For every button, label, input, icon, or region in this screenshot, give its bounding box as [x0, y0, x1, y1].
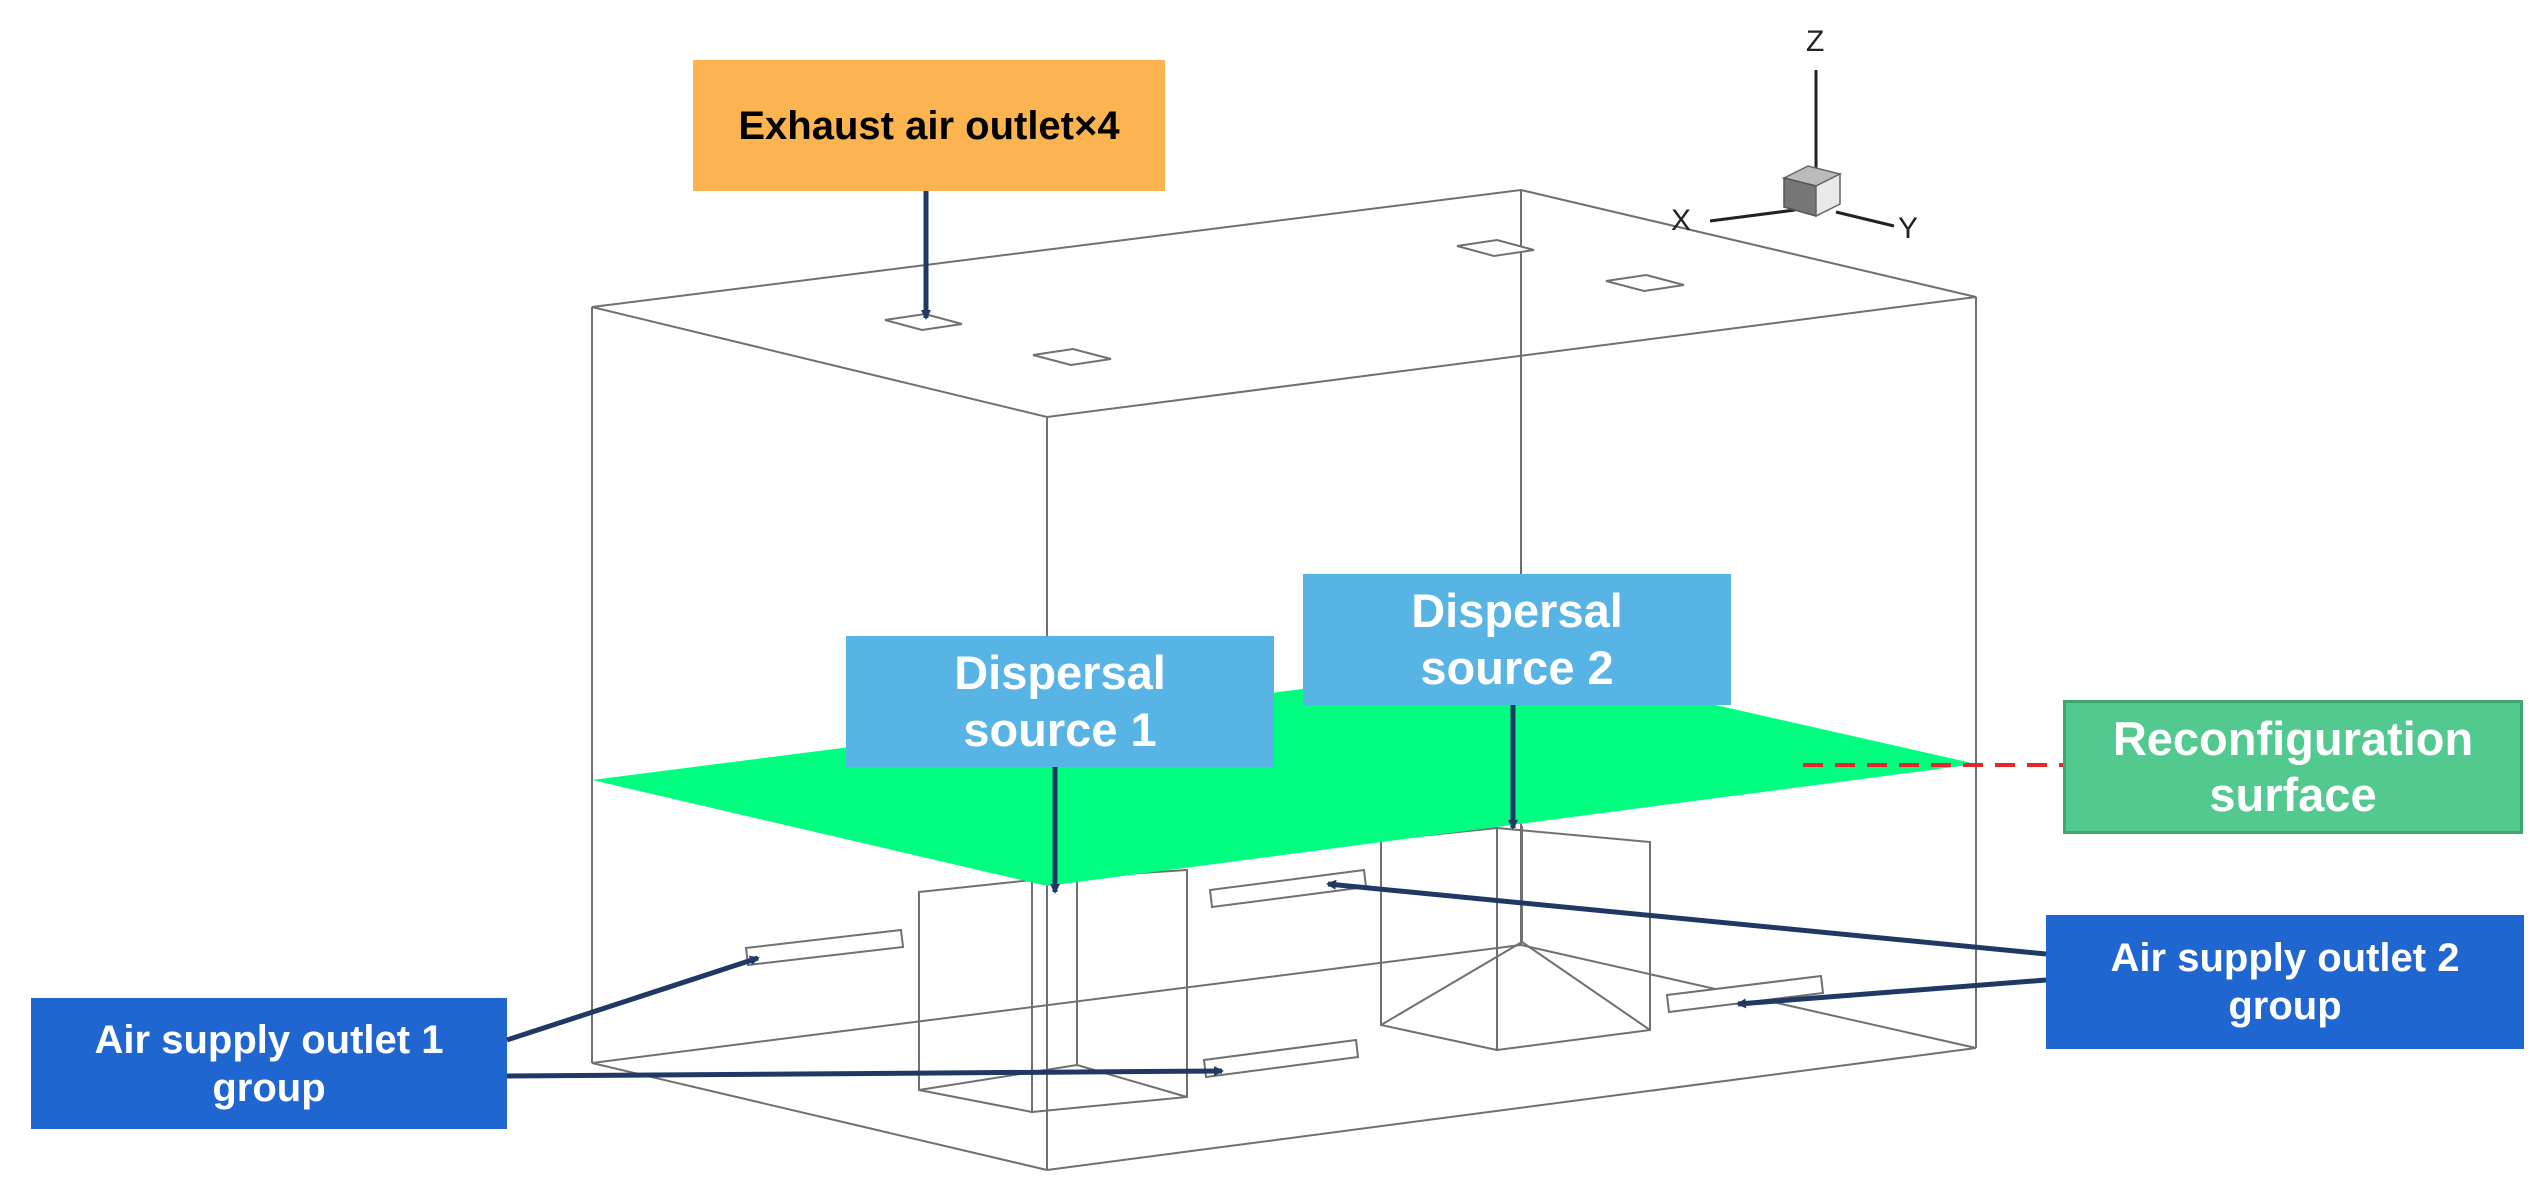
source-box-2-front: [1380, 826, 1498, 1052]
x-axis-line: [1709, 208, 1796, 223]
air-supply-outlets: [744, 868, 1825, 1079]
air-supply-outlet: [744, 928, 905, 967]
air-supply-2-label: Air supply outlet 2 group: [2110, 936, 2460, 1028]
room-edge-bottom-left: [591, 1062, 1048, 1171]
axis-z-label: Z: [1806, 25, 1825, 58]
exhaust-outlet: [1456, 238, 1535, 258]
dispersal-source-1-box: [846, 636, 1274, 767]
room-edge-bottom-right: [1046, 1047, 1977, 1171]
supply-1-arrow-b: [506, 1066, 1224, 1079]
air-supply-2-box: [2046, 915, 2524, 1049]
source-box-2: [1380, 826, 1651, 1052]
exhaust-outlet: [884, 312, 963, 332]
exhaust-label: Exhaust air outlet×4: [738, 103, 1120, 148]
source-box-2-inner-base2: [1521, 941, 1651, 1031]
source-box-2-inner-base: [1380, 941, 1523, 1026]
reconfiguration-label-box: [2063, 700, 2523, 834]
dispersal-source-2-box: [1303, 574, 1731, 705]
dispersal-source-2-label: Dispersal source 2: [1411, 584, 1623, 694]
room-wireframe: [591, 188, 1977, 1171]
room-top-face: [591, 188, 1977, 419]
supply-1-arrow-a: [506, 955, 760, 1043]
air-supply-outlet: [1665, 974, 1825, 1014]
air-supply-outlet: [1202, 1038, 1360, 1079]
axis-y-label: Y: [1898, 212, 1919, 245]
y-axis-line: [1835, 210, 1895, 228]
source-box-1-front: [918, 878, 1033, 1114]
air-supply-1-label: Air supply outlet 1 group: [94, 1017, 444, 1110]
air-supply-1-box: [31, 998, 507, 1129]
supply-2-arrow-b: [1736, 977, 2047, 1009]
axis-indicator: [1709, 70, 1895, 228]
air-supply-outlet: [1208, 868, 1368, 909]
exhaust-label-box: [693, 60, 1165, 191]
reconfiguration-label: Reconfiguration surface: [2063, 700, 2523, 834]
reconfiguration-surface: [592, 661, 1976, 886]
axis-cube-right: [1815, 172, 1841, 218]
dispersal-source-1-label: Dispersal source 1: [954, 646, 1166, 756]
exhaust-outlet: [1605, 273, 1685, 293]
arrows: [506, 191, 2047, 1079]
source-box-1-inner-base: [918, 1064, 1078, 1091]
supply-2-arrow-a: [1326, 879, 2047, 957]
source-box-2-side: [1496, 826, 1651, 1052]
exhaust-outlet: [1032, 347, 1112, 367]
axis-x-label: X: [1671, 204, 1692, 237]
exhaust-outlets: [884, 238, 1685, 367]
source-box-1: [918, 868, 1188, 1114]
room-edge-bottom-back-left: [591, 944, 1522, 1064]
